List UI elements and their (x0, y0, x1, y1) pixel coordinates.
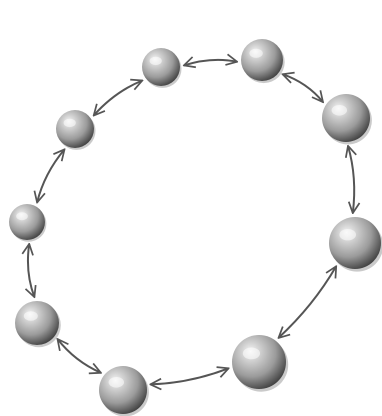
sphere-body (15, 301, 59, 345)
sphere-highlight (243, 348, 260, 360)
sphere-1 (142, 48, 182, 88)
bidirectional-arrow-sphere-3-sphere-4 (348, 146, 354, 213)
sphere-highlight (249, 49, 262, 58)
sphere-body (56, 110, 94, 148)
sphere-4 (329, 217, 382, 272)
sphere-body (9, 204, 45, 240)
sphere-body (329, 217, 381, 269)
sphere-body (142, 48, 180, 86)
spheres (9, 39, 382, 416)
sphere-highlight (24, 311, 38, 321)
bidirectional-arrow-sphere-1-sphere-2 (184, 60, 237, 66)
sphere-highlight (16, 212, 28, 220)
sphere-body (241, 39, 283, 81)
sphere-highlight (109, 377, 124, 388)
sphere-body (99, 366, 147, 414)
sphere-8 (9, 204, 46, 242)
sphere-7 (15, 301, 61, 347)
sphere-body (232, 335, 286, 389)
sphere-highlight (64, 119, 76, 127)
bidirectional-arrow-sphere-2-sphere-3 (283, 74, 323, 102)
bidirectional-arrow-sphere-6-sphere-7 (58, 339, 101, 373)
bidirectional-arrow-sphere-9-sphere-1 (94, 81, 143, 116)
connections (28, 60, 354, 385)
bidirectional-arrow-sphere-7-sphere-8 (28, 244, 34, 297)
sphere-9 (56, 110, 96, 150)
sphere-3 (322, 94, 372, 144)
bidirectional-arrow-sphere-4-sphere-5 (279, 266, 337, 338)
sphere-body (322, 94, 370, 142)
sphere-highlight (339, 229, 356, 240)
sphere-5 (232, 335, 288, 392)
bidirectional-arrow-sphere-5-sphere-6 (150, 368, 228, 384)
bidirectional-arrow-sphere-8-sphere-9 (37, 149, 64, 202)
sphere-2 (241, 39, 285, 83)
sphere-highlight (150, 57, 162, 65)
sphere-6 (99, 366, 149, 416)
sphere-highlight (332, 105, 347, 116)
